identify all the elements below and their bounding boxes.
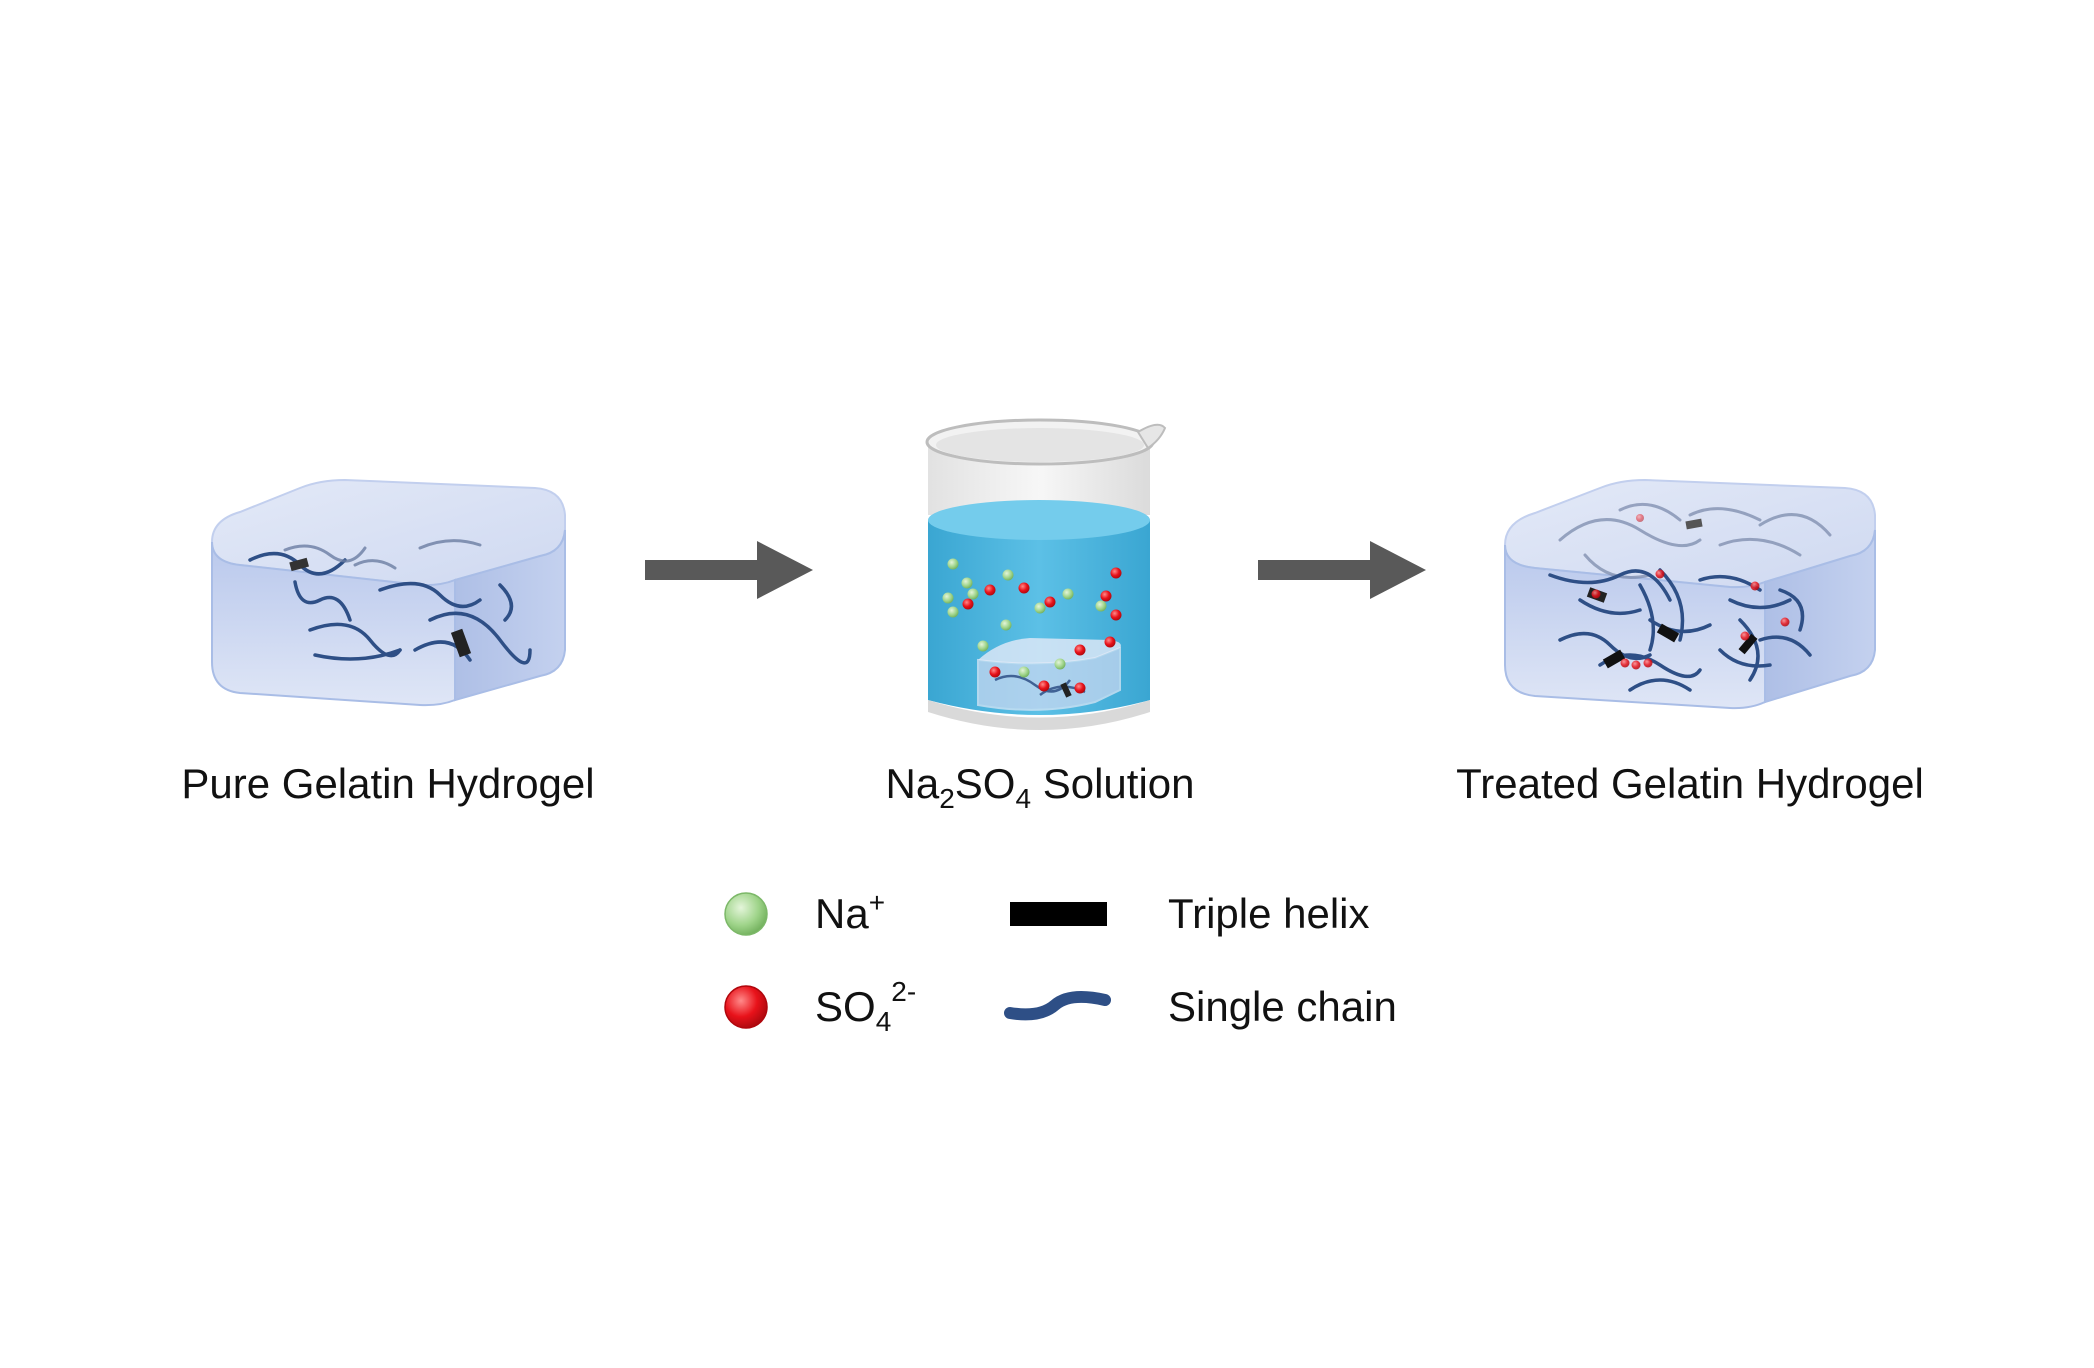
beaker-icon <box>925 418 1167 730</box>
pure-gel-label: Pure Gelatin Hydrogel <box>181 760 594 807</box>
legend-na-ion-icon <box>724 892 768 936</box>
legend-triple-helix-icon <box>1010 902 1107 926</box>
legend-na-label: Na+ <box>815 887 885 937</box>
solution-label-part2: SO <box>955 760 1016 807</box>
legend-single-chain-icon <box>1004 990 1111 1021</box>
legend-triple-helix-label: Triple helix <box>1168 890 1370 937</box>
solution-label-part1: Na <box>886 760 940 807</box>
na-ions-icon <box>942 558 1107 678</box>
legend-na-base: Na <box>815 890 869 937</box>
solution-label-sub1: 2 <box>939 783 955 814</box>
solution-label-sub2: 4 <box>1015 783 1031 814</box>
arrow-2-icon <box>1258 541 1426 599</box>
legend-so4-base: SO <box>815 983 876 1030</box>
treated-gel-block-icon <box>1503 478 1876 710</box>
legend: Na+ SO42- Triple helix Single chain <box>724 887 1397 1037</box>
solution-label: Na2SO4 Solution <box>886 760 1195 814</box>
legend-so4-sub: 4 <box>876 1006 892 1037</box>
treated-gel-label: Treated Gelatin Hydrogel <box>1456 760 1924 807</box>
legend-so4-ion-icon <box>724 985 768 1029</box>
so4-ions-icon <box>962 567 1122 694</box>
legend-single-chain-label: Single chain <box>1168 983 1397 1030</box>
solution-label-part3: Solution <box>1031 760 1194 807</box>
pure-gel-block-icon <box>210 478 566 707</box>
legend-so4-label: SO42- <box>815 976 916 1037</box>
legend-na-sup: + <box>869 887 885 918</box>
arrow-1-icon <box>645 541 813 599</box>
legend-so4-sup: 2- <box>891 976 916 1007</box>
